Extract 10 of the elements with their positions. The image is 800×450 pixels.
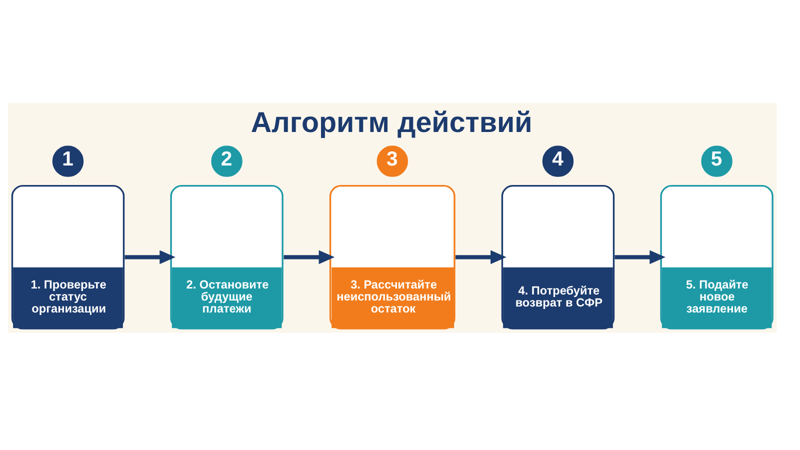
node-circle: 2 xyxy=(208,142,245,179)
arrow xyxy=(284,250,335,264)
arrow xyxy=(455,250,506,264)
node-circle: 3 xyxy=(374,142,411,179)
diagram-title: Алгоритм действий xyxy=(250,106,532,138)
arrow xyxy=(614,250,666,264)
node-circle: 4 xyxy=(540,142,576,179)
arrow xyxy=(124,250,176,264)
node-circle: 5 xyxy=(698,142,735,179)
node-circle: 1 xyxy=(50,142,86,179)
